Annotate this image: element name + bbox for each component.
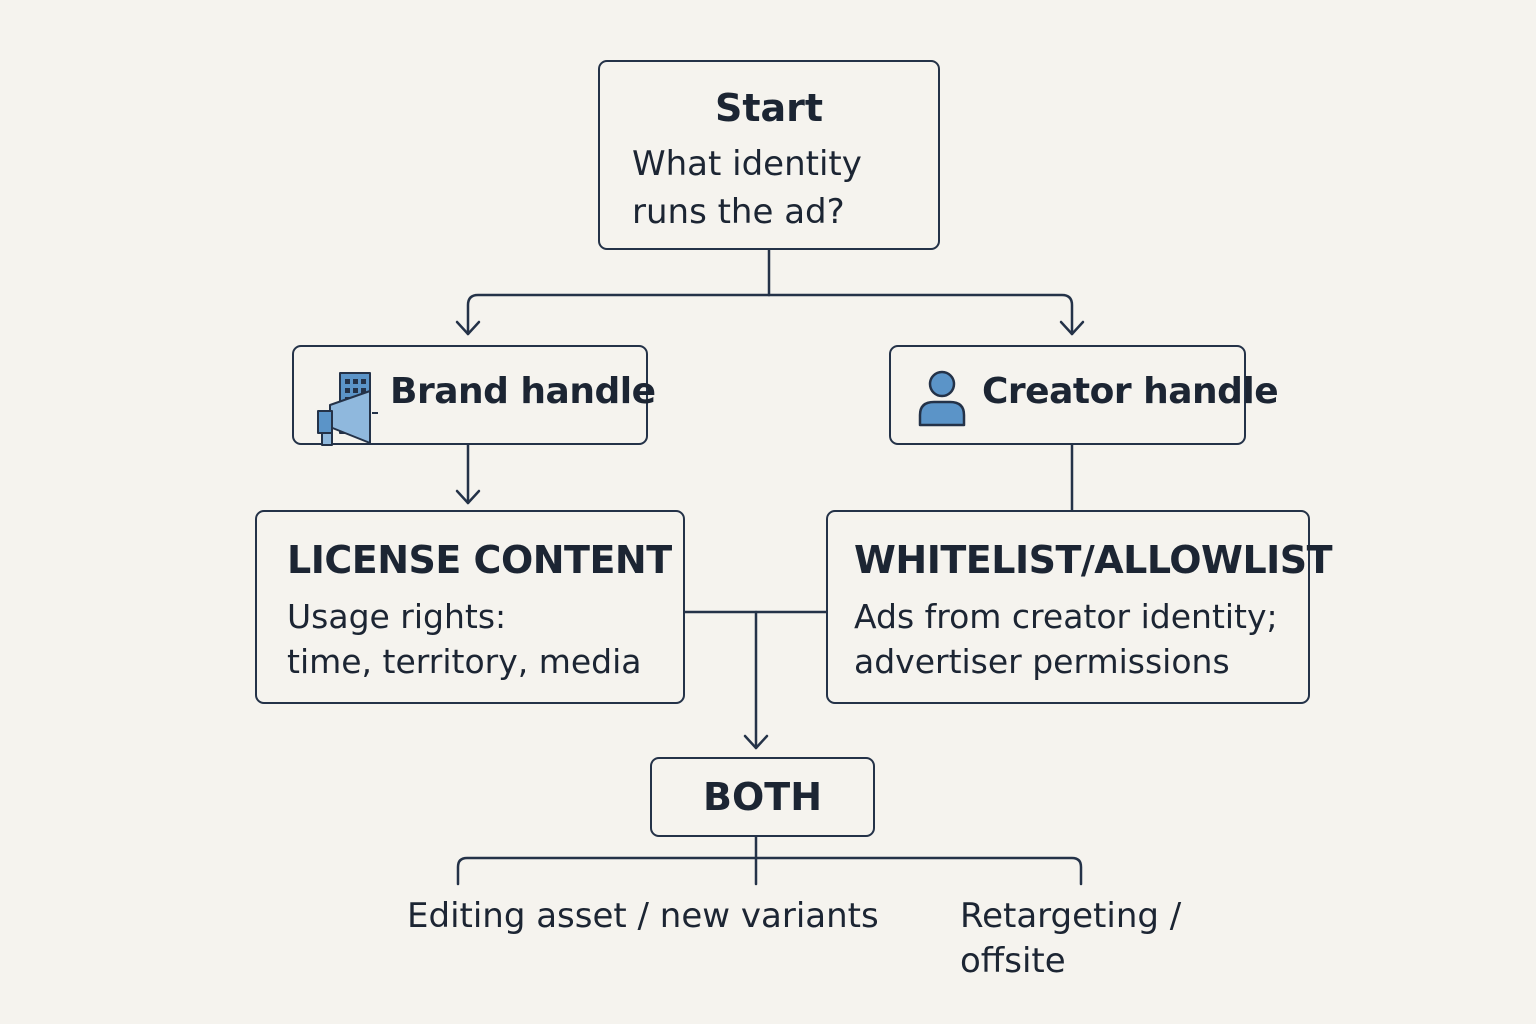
license-title: LICENSE CONTENT <box>287 538 672 582</box>
both-box: BOTH <box>650 757 875 837</box>
connector-outcomes-bar <box>456 856 1083 886</box>
start-question: What identity runs the ad? <box>632 144 862 232</box>
brand-handle-label: Brand handle <box>390 371 656 412</box>
connector-split-right <box>767 293 1074 336</box>
start-title: Start <box>714 86 824 130</box>
outcome-retargeting: Retargeting / offsite <box>960 896 1182 981</box>
brand-handle-node: Brand handle <box>292 345 656 446</box>
whitelist-description: Ads from creator identity; advertiser pe… <box>854 597 1278 681</box>
arrowhead-both <box>743 734 769 750</box>
license-description: Usage rights: time, territory, media <box>287 597 642 681</box>
connector-split-left <box>466 293 771 336</box>
arrowhead-license <box>455 489 481 505</box>
whitelist-box: WHITELIST/ALLOWLIST Ads from creator ide… <box>826 510 1333 704</box>
license-content-box: LICENSE CONTENT Usage rights: time, terr… <box>255 510 685 704</box>
arrowhead-brand <box>455 320 481 336</box>
whitelist-title: WHITELIST/ALLOWLIST <box>854 538 1333 582</box>
person-icon <box>918 370 966 427</box>
creator-handle-node: Creator handle <box>889 345 1279 445</box>
arrowhead-creator <box>1059 320 1085 336</box>
creator-handle-label: Creator handle <box>982 371 1279 412</box>
both-label: BOTH <box>703 775 822 819</box>
start-node: Start What identity runs the ad? <box>598 60 940 250</box>
building-megaphone-icon <box>317 372 378 446</box>
outcome-editing: Editing asset / new variants <box>407 896 879 936</box>
